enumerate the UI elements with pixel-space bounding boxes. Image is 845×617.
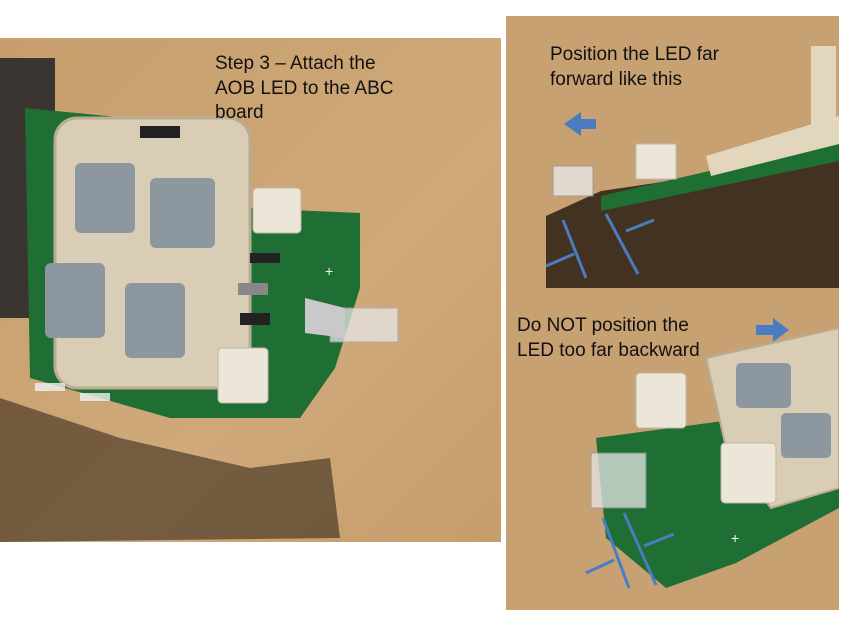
pad: [736, 363, 791, 408]
main-photo: +: [0, 38, 501, 542]
indicator-line: [604, 213, 640, 275]
forward-caption: Position the LED far forward like this: [550, 43, 820, 92]
pad: [781, 413, 831, 458]
caption-line: forward like this: [550, 68, 682, 90]
indicator-arrow: [643, 532, 675, 548]
caption-line: AOB LED to the ABC: [215, 77, 394, 99]
component: [238, 283, 268, 295]
led-lead: [305, 298, 345, 338]
pad: [45, 263, 105, 338]
resistor: [240, 313, 270, 325]
silkscreen-plus: +: [325, 263, 333, 279]
caption-line: board: [215, 102, 264, 124]
connector: [720, 442, 777, 504]
pad: [150, 178, 215, 248]
indicator-arrow: [585, 558, 615, 575]
backward-photo: +: [506, 288, 839, 610]
caption-line: LED too far backward: [517, 339, 700, 361]
connector: [217, 347, 269, 404]
pad: [125, 283, 185, 358]
indicator-line: [561, 219, 588, 279]
right-arrow-icon: [756, 318, 789, 342]
indicator-arrow: [545, 252, 575, 268]
shadow: [0, 398, 340, 542]
forward-photo: [506, 16, 839, 288]
silkscreen-plus: +: [731, 530, 739, 546]
left-arrow-icon: [564, 112, 596, 136]
connector: [252, 187, 302, 234]
caption-line: Step 3 – Attach the: [215, 53, 376, 74]
indicator-line: [622, 512, 658, 586]
caption-line: Position the LED far: [550, 44, 719, 65]
silkscreen-mark: [35, 383, 65, 391]
holder-side: [811, 46, 836, 126]
connector: [635, 372, 687, 429]
backward-caption: Do NOT position the LED too far backward: [517, 314, 757, 363]
step-caption: Step 3 – Attach the AOB LED to the ABC b…: [215, 52, 475, 126]
silkscreen-mark: [80, 393, 110, 401]
led: [552, 165, 594, 197]
caption-line: Do NOT position the: [517, 315, 689, 336]
resistor: [140, 126, 180, 138]
led: [590, 452, 647, 509]
indicator-arrow: [625, 218, 655, 233]
pad: [75, 163, 135, 233]
shadow: [546, 156, 839, 288]
indicator-line: [601, 517, 631, 589]
resistor: [250, 253, 280, 263]
holder-edge: [706, 116, 839, 176]
connector: [635, 143, 677, 180]
